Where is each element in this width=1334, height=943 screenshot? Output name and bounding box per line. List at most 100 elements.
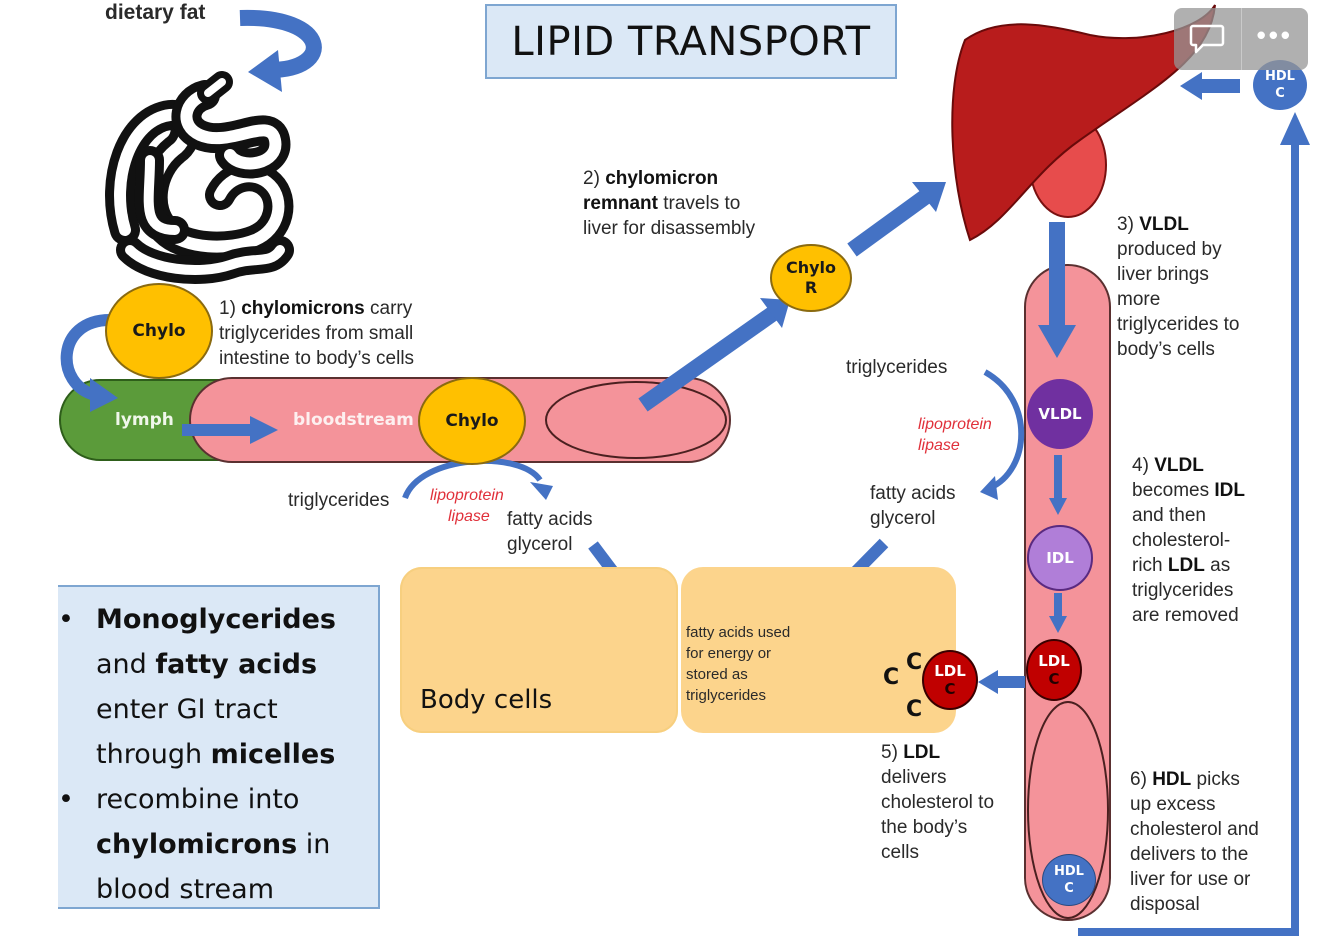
lpl-arc-bottom-arrowhead <box>530 482 553 500</box>
dietary-fat-arrow <box>239 9 322 78</box>
step-2-text: 2) chylomicron remnant travels to liver … <box>583 166 755 241</box>
info-bullet-list: • Monoglycerides and fatty acids enter G… <box>58 587 378 912</box>
fatty-acids-used-line: stored as <box>686 666 748 683</box>
step-text: delivers to the <box>1130 844 1249 865</box>
image-overlay-toolbar: ••• <box>1174 8 1308 70</box>
speech-bubble-icon <box>1190 24 1225 54</box>
fatty-acids-glycerol-left: fatty acids glycerol <box>507 507 593 557</box>
enzyme-text: lipase <box>918 437 960 454</box>
chylo-r-label-line2: R <box>804 278 818 297</box>
step-text: picks <box>1191 769 1240 790</box>
bullet-marker: • <box>58 784 74 815</box>
step-keyword: remnant <box>583 193 658 214</box>
more-dots-icon: ••• <box>1256 20 1293 50</box>
fatty-acids-used-line: triglycerides <box>686 687 767 704</box>
step-number: 3) <box>1117 214 1134 235</box>
step-keyword: chylomicrons <box>241 298 365 319</box>
info-text: through <box>96 739 211 770</box>
liver-icon <box>951 4 1216 242</box>
cholesterol-label: C <box>944 680 956 698</box>
step-text: rich <box>1132 555 1168 576</box>
step-text: triglycerides from small <box>219 323 414 344</box>
ldl-circle-cells: LDL C <box>922 650 978 710</box>
chylo-to-lymph-arrow <box>60 314 111 401</box>
chylo-r-to-liver-arrowhead <box>912 182 946 212</box>
step-text: travels to <box>657 193 741 214</box>
triglycerides-label-right: triglycerides <box>846 357 948 378</box>
step-1-text: 1) chylomicrons carry triglycerides from… <box>219 296 414 371</box>
chylo-label: Chylo <box>445 411 499 431</box>
dietary-fat-label: dietary fat <box>105 1 206 24</box>
step-text: disposal <box>1130 894 1200 915</box>
step-keyword: IDL <box>1214 480 1245 501</box>
lpl-arc-right <box>983 369 1025 491</box>
ldl-circle-vessel: LDL C <box>1026 639 1082 701</box>
liver-to-vldl-arrowhead <box>1038 325 1076 358</box>
info-bullet: • recombine into chylomicrons in blood s… <box>58 777 378 912</box>
cholesterol-label: C <box>1275 86 1285 101</box>
lpl-arc-right-arrowhead <box>980 476 998 500</box>
remnant-to-chylo-r-arrowhead <box>760 298 790 328</box>
chylo-circle-bloodstream: Chylo <box>418 377 526 465</box>
lymph-label: lymph <box>115 410 174 430</box>
step-text: cholesterol to <box>881 792 995 813</box>
bloodstream-label: bloodstream <box>293 410 414 430</box>
glycerol-text: glycerol <box>870 508 936 529</box>
fatty-acids-used-line: for energy or <box>686 645 772 662</box>
lymph-to-blood-arrowhead <box>250 416 278 444</box>
triglycerides-label-left: triglycerides <box>288 490 390 511</box>
step-text: intestine to body’s cells <box>219 348 415 369</box>
step-keyword: VLDL <box>1154 455 1204 476</box>
step-text: cells <box>881 842 920 863</box>
info-text: chylomicrons <box>96 829 298 860</box>
hdl-label: HDL <box>1054 864 1084 879</box>
cholesterol-c-3: C <box>906 697 923 722</box>
step-text: as <box>1204 555 1231 576</box>
comment-button[interactable] <box>1174 8 1241 70</box>
step-3-text: 3) VLDL produced by liver brings more tr… <box>1117 212 1240 362</box>
info-text: fatty acids <box>155 649 318 680</box>
step-text: triglycerides to <box>1117 314 1240 335</box>
hdl-to-liver-arrowhead <box>1180 72 1202 100</box>
ldl-label: LDL <box>934 662 966 680</box>
small-intestine-icon <box>105 71 294 284</box>
fatty-acids-glycerol-right: fatty acids glycerol <box>870 481 956 531</box>
chylo-label: Chylo <box>132 321 186 341</box>
step-number: 1) <box>219 298 236 319</box>
step-text: cholesterol- <box>1132 530 1231 551</box>
enzyme-text: lipase <box>448 508 490 525</box>
remnant-to-chylo-r-arrow <box>638 305 780 412</box>
info-box: • Monoglycerides and fatty acids enter G… <box>58 585 380 909</box>
step-4-text: 4) VLDL becomes IDL and then cholesterol… <box>1132 453 1245 628</box>
more-options-button[interactable]: ••• <box>1240 8 1309 70</box>
fatty-acids-text: fatty acids <box>507 509 593 530</box>
step-text: and then <box>1132 505 1206 526</box>
chylo-r-label-line1: Chylo <box>785 258 837 277</box>
step-text: becomes <box>1132 480 1215 501</box>
hdl-return-path <box>1078 140 1299 936</box>
body-cells-box: Body cells <box>400 567 678 733</box>
body-cells-box-right: fatty acids used for energy or stored as… <box>681 567 956 733</box>
hdl-return-arrowhead <box>1280 112 1310 145</box>
step-number: 2) <box>583 168 600 189</box>
step-keyword: LDL <box>1167 555 1205 576</box>
step-text: produced by <box>1117 239 1222 260</box>
info-text: Monoglycerides <box>96 604 336 635</box>
idl-circle: IDL <box>1027 525 1093 591</box>
step-text: liver for use or <box>1130 869 1251 890</box>
cholesterol-c-1: C <box>883 665 900 690</box>
enzyme-text: lipoprotein <box>918 416 992 433</box>
vldl-label: VLDL <box>1038 405 1082 423</box>
page-title: LIPID TRANSPORT <box>511 18 871 65</box>
chylo-to-lymph-arrowhead <box>90 378 118 412</box>
chylomicron-remnant-outline <box>545 381 727 459</box>
step-6-text: 6) HDL picks up excess cholesterol and d… <box>1130 767 1259 917</box>
step-number: 6) <box>1130 769 1147 790</box>
fatty-acids-used-line: fatty acids used <box>686 624 791 641</box>
info-text: enter GI tract <box>96 694 278 725</box>
enzyme-text: lipoprotein <box>430 487 504 504</box>
step-text: delivers <box>881 767 947 788</box>
step-text: are removed <box>1132 605 1239 626</box>
ldl-label: LDL <box>1038 652 1070 670</box>
dietary-fat-arrowhead <box>248 50 282 92</box>
